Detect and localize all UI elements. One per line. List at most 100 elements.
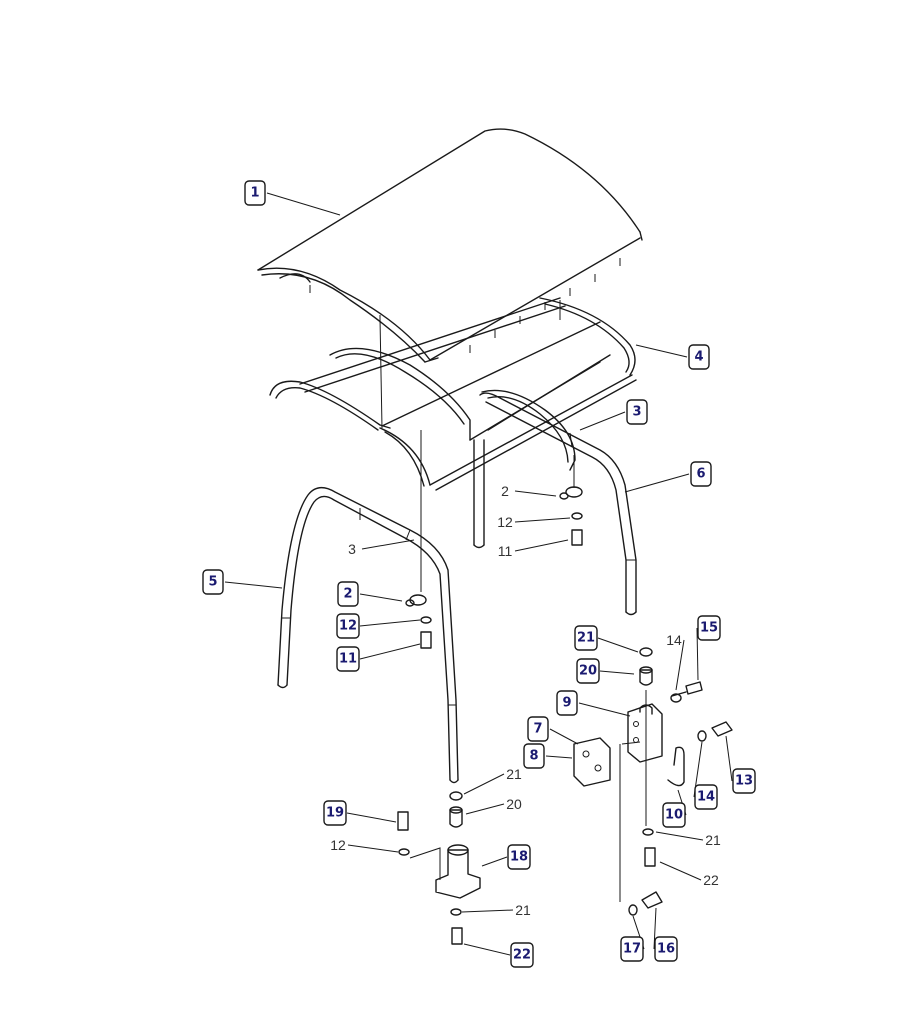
callout-box: [690, 461, 712, 487]
callout-c8: 8: [523, 743, 545, 769]
callout-c12b: 12: [336, 613, 360, 639]
callout-c11a: 11: [498, 543, 513, 559]
canopy-roof: [257, 128, 643, 363]
callout-number: 7: [533, 722, 542, 737]
leader-line-c3a: [579, 411, 626, 431]
rear-post: [473, 392, 637, 616]
callout-box: [688, 344, 710, 370]
callout-box: [576, 658, 600, 684]
callout-number: 1: [250, 186, 259, 201]
callout-number: 3: [348, 541, 356, 557]
callout-box: [336, 646, 360, 672]
leader-line-c21d: [461, 909, 514, 913]
callout-c14b: 14: [694, 784, 718, 810]
callout-number: 9: [562, 696, 571, 711]
callout-box: [337, 581, 359, 607]
leader-line-c8: [545, 755, 573, 759]
callout-number: 14: [666, 632, 682, 648]
leader-line-c11a: [514, 539, 569, 552]
callout-number: 12: [330, 837, 346, 853]
callout-labels: 1436212113521211211514209781413102120191…: [202, 180, 756, 968]
callout-number: 4: [694, 350, 703, 365]
callout-number: 11: [498, 543, 513, 559]
callout-c2b: 2: [337, 581, 359, 607]
callout-number: 20: [579, 664, 597, 679]
callout-box: [697, 615, 721, 641]
callout-c21b: 21: [506, 766, 522, 782]
callout-number: 2: [501, 483, 509, 499]
clamp-assembly-upper: [559, 455, 583, 546]
leader-line-c13: [725, 735, 733, 782]
callout-c15: 15: [697, 615, 721, 641]
leader-line-c12a: [514, 517, 571, 523]
leader-line-c20a: [599, 670, 635, 675]
callout-number: 18: [510, 850, 528, 865]
callout-c7: 7: [527, 716, 549, 742]
callout-box: [732, 768, 756, 794]
callout-c12c: 12: [330, 837, 346, 853]
leader-line-c21a: [597, 637, 639, 653]
callout-number: 21: [515, 902, 531, 918]
callout-number: 21: [577, 631, 595, 646]
callout-c10: 10: [662, 802, 686, 828]
callout-number: 14: [697, 790, 715, 805]
callout-number: 3: [632, 405, 641, 420]
leader-line-c20b: [465, 803, 505, 815]
callout-box: [694, 784, 718, 810]
leader-line-c21c: [655, 831, 704, 841]
leader-line-c19: [346, 812, 397, 823]
callout-number: 17: [623, 942, 641, 957]
callout-number: 21: [506, 766, 522, 782]
callout-box: [556, 690, 578, 716]
leader-line-c4: [635, 344, 688, 358]
callout-c21c: 21: [705, 832, 721, 848]
leader-line-c2a: [514, 490, 557, 497]
clamp-assembly-lower: [405, 594, 432, 649]
callout-box: [244, 180, 266, 206]
callout-number: 10: [665, 808, 683, 823]
callout-box: [620, 936, 644, 962]
leader-line-c9: [578, 702, 631, 717]
bracket-assembly: [573, 647, 733, 916]
callout-c1: 1: [244, 180, 266, 206]
roof-frame: [269, 297, 637, 491]
callout-c22b: 22: [510, 942, 534, 968]
callout-box: [527, 716, 549, 742]
leader-line-c15: [696, 627, 699, 681]
callout-box: [323, 800, 347, 826]
callout-box: [626, 399, 648, 425]
callout-box: [510, 942, 534, 968]
callout-c18: 18: [507, 844, 531, 870]
leader-line-c12b: [359, 619, 421, 627]
leader-line-c11b: [359, 643, 421, 660]
callout-c3b: 3: [348, 541, 356, 557]
callout-number: 15: [700, 621, 718, 636]
callout-c22a: 22: [703, 872, 719, 888]
foot-bracket-assembly: [397, 791, 481, 945]
callout-c21a: 21: [574, 625, 598, 651]
callout-box: [654, 936, 678, 962]
callout-number: 8: [529, 749, 538, 764]
leader-line-c22a: [659, 861, 702, 881]
callout-c3a: 3: [626, 399, 648, 425]
leader-line-c14a: [675, 639, 685, 691]
callout-c6: 6: [690, 461, 712, 487]
leader-line-c7: [549, 728, 579, 745]
callout-c2a: 2: [501, 483, 509, 499]
callout-number: 20: [506, 796, 522, 812]
leader-line-c18: [481, 856, 508, 867]
callout-c20b: 20: [506, 796, 522, 812]
callout-number: 2: [343, 587, 352, 602]
callout-number: 16: [657, 942, 675, 957]
leader-line-c1: [266, 192, 341, 216]
callout-box: [202, 569, 224, 595]
callout-c13: 13: [732, 768, 756, 794]
callout-number: 19: [326, 806, 344, 821]
callout-box: [523, 743, 545, 769]
leader-line-c12c: [347, 844, 399, 853]
callout-c5: 5: [202, 569, 224, 595]
callout-box: [507, 844, 531, 870]
front-post: [277, 430, 459, 784]
leader-lines: [224, 192, 733, 956]
callout-number: 6: [696, 467, 705, 482]
